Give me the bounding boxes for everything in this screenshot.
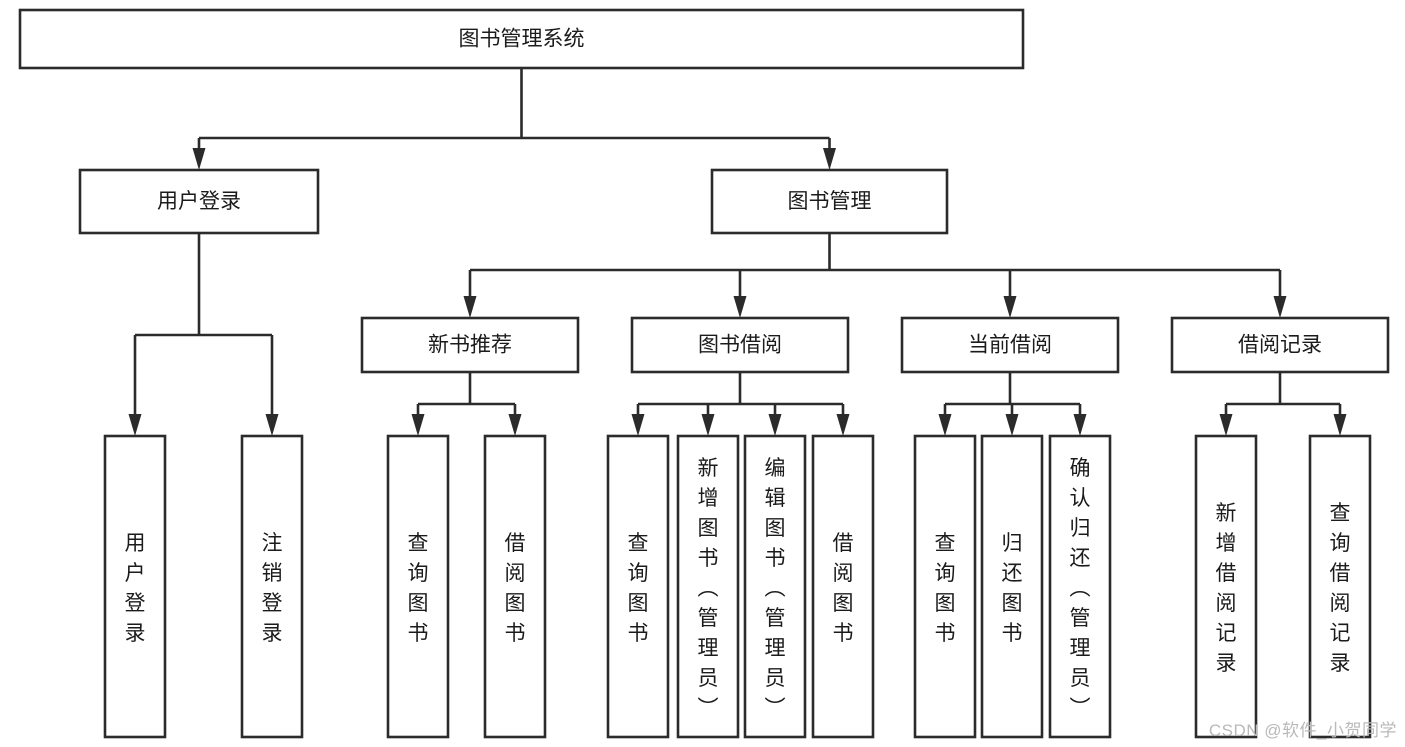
node-label-book-borrow: 图书借阅 (698, 334, 782, 357)
node-box-leaf-add-record[interactable] (1194, 434, 1258, 739)
node-leaf-query-book-2[interactable]: 查询图书 (606, 434, 670, 739)
connector-layer (128, 68, 1347, 436)
node-label-current-borrow: 当前借阅 (968, 334, 1052, 357)
node-label-book-manage: 图书管理 (788, 190, 872, 213)
node-label-borrow-record: 借阅记录 (1238, 334, 1322, 357)
node-label-leaf-add-record: 新增借阅记录 (1216, 502, 1237, 675)
connector-group-borrow-record (1219, 372, 1347, 436)
watermark-label: CSDN @软件_小贺同学 (1208, 721, 1397, 740)
node-label-leaf-query-book-1: 查询图书 (408, 532, 429, 645)
node-leaf-logout[interactable]: 注销登录 (240, 434, 304, 739)
node-layer: 图书管理系统用户登录图书管理新书推荐图书借阅当前借阅借阅记录用户登录注销登录查询… (18, 8, 1390, 739)
node-label-leaf-edit-book: 编辑图书︵管理员︶ (765, 457, 786, 720)
node-label-leaf-borrow-book-1: 借阅图书 (505, 532, 526, 645)
node-new-book-rec[interactable]: 新书推荐 (360, 316, 580, 374)
node-label-new-book-rec: 新书推荐 (428, 334, 512, 357)
connector-group-root (192, 68, 836, 170)
node-leaf-user-login[interactable]: 用户登录 (103, 434, 167, 739)
node-leaf-edit-book[interactable]: 编辑图书︵管理员︶ (743, 434, 807, 739)
node-box-new-book-rec[interactable] (360, 316, 580, 374)
node-borrow-record[interactable]: 借阅记录 (1170, 316, 1390, 374)
node-leaf-add-record[interactable]: 新增借阅记录 (1194, 434, 1258, 739)
node-label-leaf-borrow-book-2: 借阅图书 (833, 532, 854, 645)
node-box-leaf-query-record[interactable] (1308, 434, 1372, 739)
node-leaf-query-book-1[interactable]: 查询图书 (386, 434, 450, 739)
node-leaf-add-book[interactable]: 新增图书︵管理员︶ (676, 434, 740, 739)
node-leaf-confirm-return[interactable]: 确认归还︵管理员︶ (1048, 434, 1112, 739)
node-book-borrow[interactable]: 图书借阅 (630, 316, 850, 374)
node-label-leaf-logout: 注销登录 (262, 532, 283, 645)
connector-group-book-manage (463, 233, 1287, 318)
node-root[interactable]: 图书管理系统 (18, 8, 1025, 70)
node-label-leaf-query-book-2: 查询图书 (628, 532, 649, 645)
node-leaf-return-book[interactable]: 归还图书 (980, 434, 1044, 739)
node-box-leaf-borrow-book-2[interactable] (811, 434, 875, 739)
node-box-leaf-return-book[interactable] (980, 434, 1044, 739)
node-box-leaf-logout[interactable] (240, 434, 304, 739)
node-box-leaf-borrow-book-1[interactable] (483, 434, 547, 739)
node-user-login[interactable]: 用户登录 (78, 168, 320, 235)
node-label-leaf-confirm-return: 确认归还︵管理员︶ (1070, 457, 1091, 720)
node-label-leaf-query-record: 查询借阅记录 (1330, 502, 1351, 675)
node-box-leaf-query-book-2[interactable] (606, 434, 670, 739)
node-box-book-borrow[interactable] (630, 316, 850, 374)
connector-group-current-borrow (938, 372, 1087, 436)
node-box-leaf-query-book-1[interactable] (386, 434, 450, 739)
node-label-root: 图书管理系统 (459, 28, 585, 51)
node-label-leaf-add-book: 新增图书︵管理员︶ (698, 457, 719, 720)
node-box-user-login[interactable] (78, 168, 320, 235)
node-box-leaf-edit-book[interactable] (743, 434, 807, 739)
node-label-leaf-query-book-3: 查询图书 (935, 532, 956, 645)
node-leaf-query-record[interactable]: 查询借阅记录 (1308, 434, 1372, 739)
node-book-manage[interactable]: 图书管理 (710, 168, 949, 235)
node-box-leaf-user-login[interactable] (103, 434, 167, 739)
node-label-leaf-return-book: 归还图书 (1002, 532, 1023, 645)
node-box-leaf-query-book-3[interactable] (913, 434, 977, 739)
node-box-leaf-confirm-return[interactable] (1048, 434, 1112, 739)
node-leaf-borrow-book-2[interactable]: 借阅图书 (811, 434, 875, 739)
node-box-borrow-record[interactable] (1170, 316, 1390, 374)
node-leaf-query-book-3[interactable]: 查询图书 (913, 434, 977, 739)
node-box-leaf-add-book[interactable] (676, 434, 740, 739)
node-box-book-manage[interactable] (710, 168, 949, 235)
node-box-root[interactable] (18, 8, 1025, 70)
node-current-borrow[interactable]: 当前借阅 (900, 316, 1120, 374)
node-label-user-login: 用户登录 (157, 190, 241, 213)
connector-group-book-borrow (631, 372, 850, 436)
node-label-leaf-user-login: 用户登录 (125, 532, 146, 645)
node-box-current-borrow[interactable] (900, 316, 1120, 374)
node-leaf-borrow-book-1[interactable]: 借阅图书 (483, 434, 547, 739)
connector-group-user-login (128, 233, 279, 436)
connector-group-new-book-rec (411, 372, 522, 436)
